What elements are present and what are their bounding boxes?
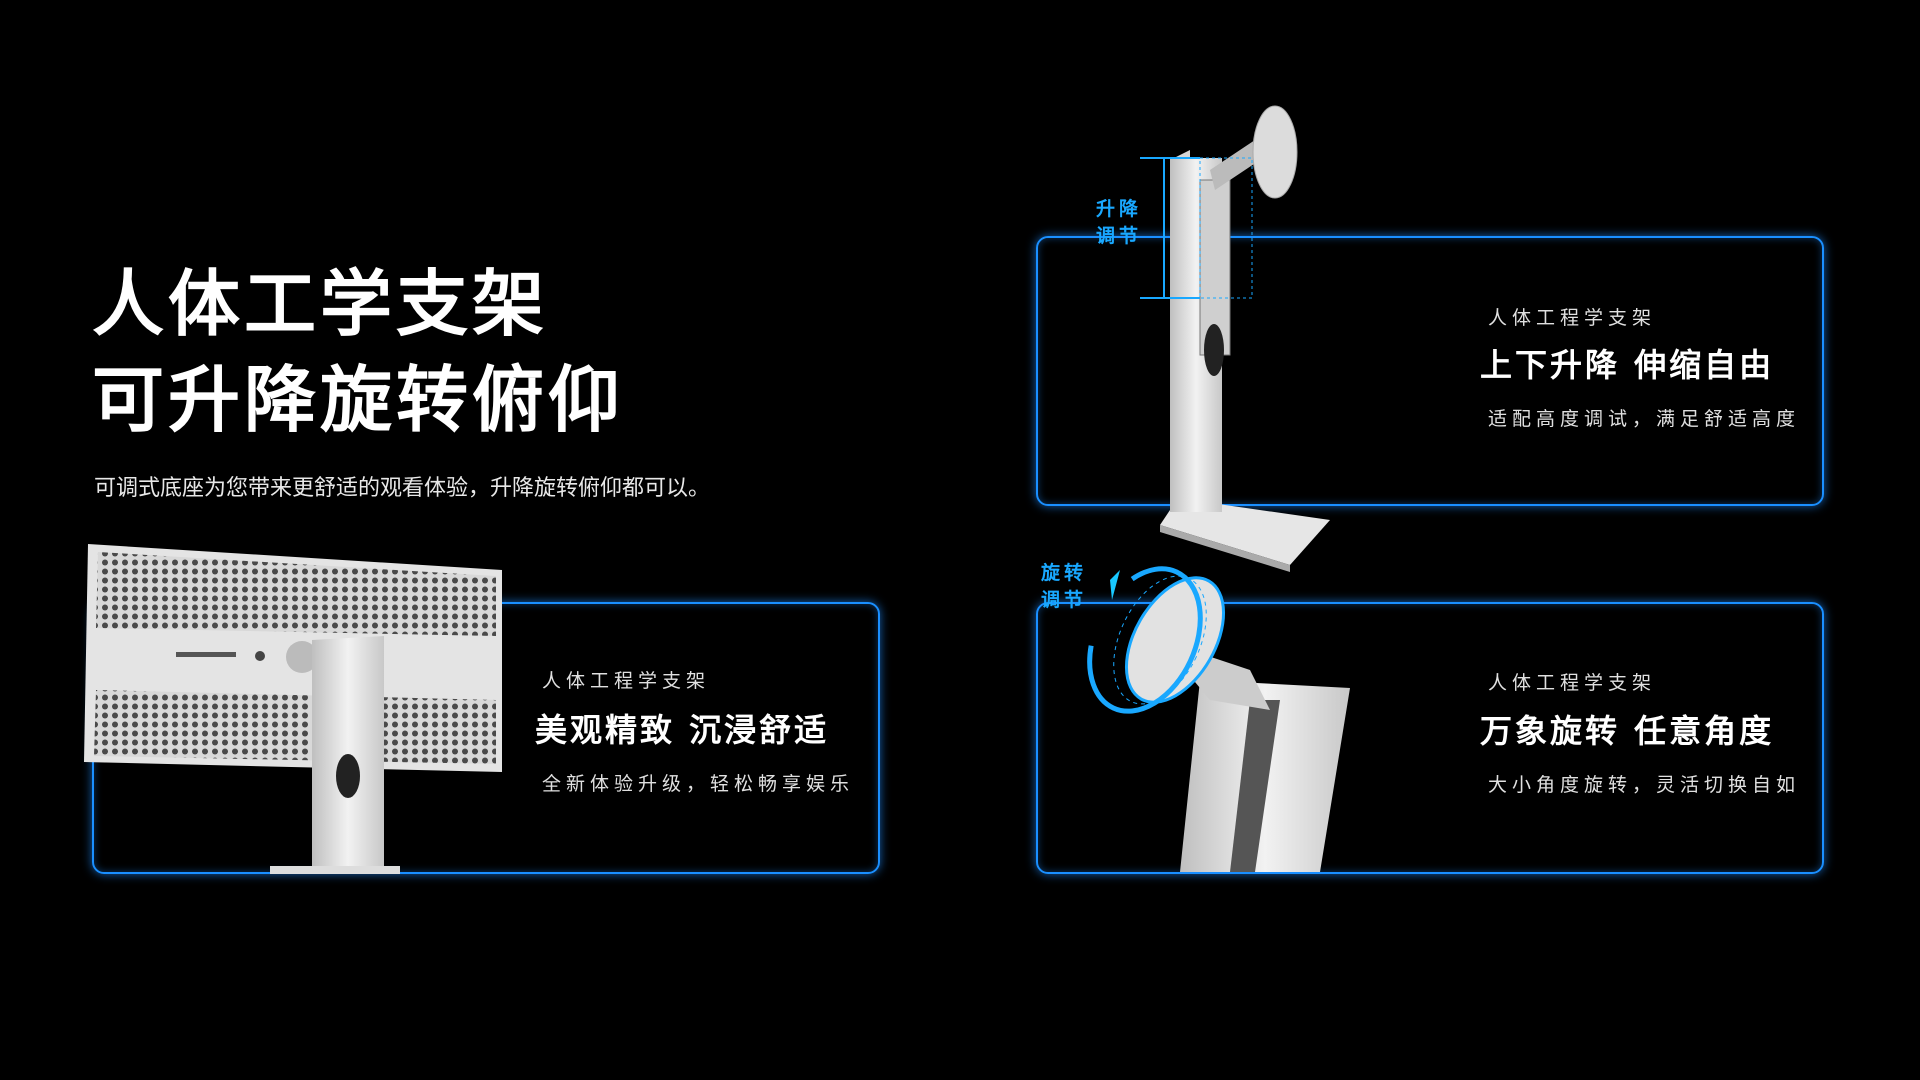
hero-subtitle: 可调式底座为您带来更舒适的观看体验，升降旋转俯仰都可以。 bbox=[94, 476, 711, 501]
hero-title-line1: 人体工学支架 bbox=[92, 262, 549, 346]
card-description: 全新体验升级，轻松畅享娱乐 bbox=[542, 773, 855, 795]
rotate-label-line2: 调节 bbox=[1041, 589, 1088, 611]
feature-card-height bbox=[1036, 236, 1824, 506]
card-label: 人体工程学支架 bbox=[542, 670, 711, 692]
card-heading: 上下升降 伸缩自由 bbox=[1480, 346, 1775, 384]
height-adjust-stand-image bbox=[1140, 105, 1330, 572]
lift-label-line2: 调节 bbox=[1096, 225, 1143, 247]
lift-label: 升降 调节 bbox=[1096, 196, 1142, 250]
feature-card-rotate bbox=[1036, 602, 1824, 874]
rotate-label-line1: 旋转 bbox=[1041, 562, 1088, 584]
rotate-label: 旋转 调节 bbox=[1041, 560, 1087, 614]
card-label: 人体工程学支架 bbox=[1488, 307, 1657, 329]
card-heading: 美观精致 沉浸舒适 bbox=[535, 711, 830, 749]
rotation-stand-image bbox=[1087, 566, 1350, 872]
card-label: 人体工程学支架 bbox=[1488, 672, 1657, 694]
monitor-back-image bbox=[84, 544, 502, 874]
card-heading: 万象旋转 任意角度 bbox=[1480, 712, 1775, 750]
card-description: 大小角度旋转，灵活切换自如 bbox=[1488, 774, 1801, 796]
card-description: 适配高度调试，满足舒适高度 bbox=[1488, 408, 1801, 430]
hero-title-line2: 可升降旋转俯仰 bbox=[92, 358, 625, 442]
lift-label-line1: 升降 bbox=[1096, 198, 1143, 220]
